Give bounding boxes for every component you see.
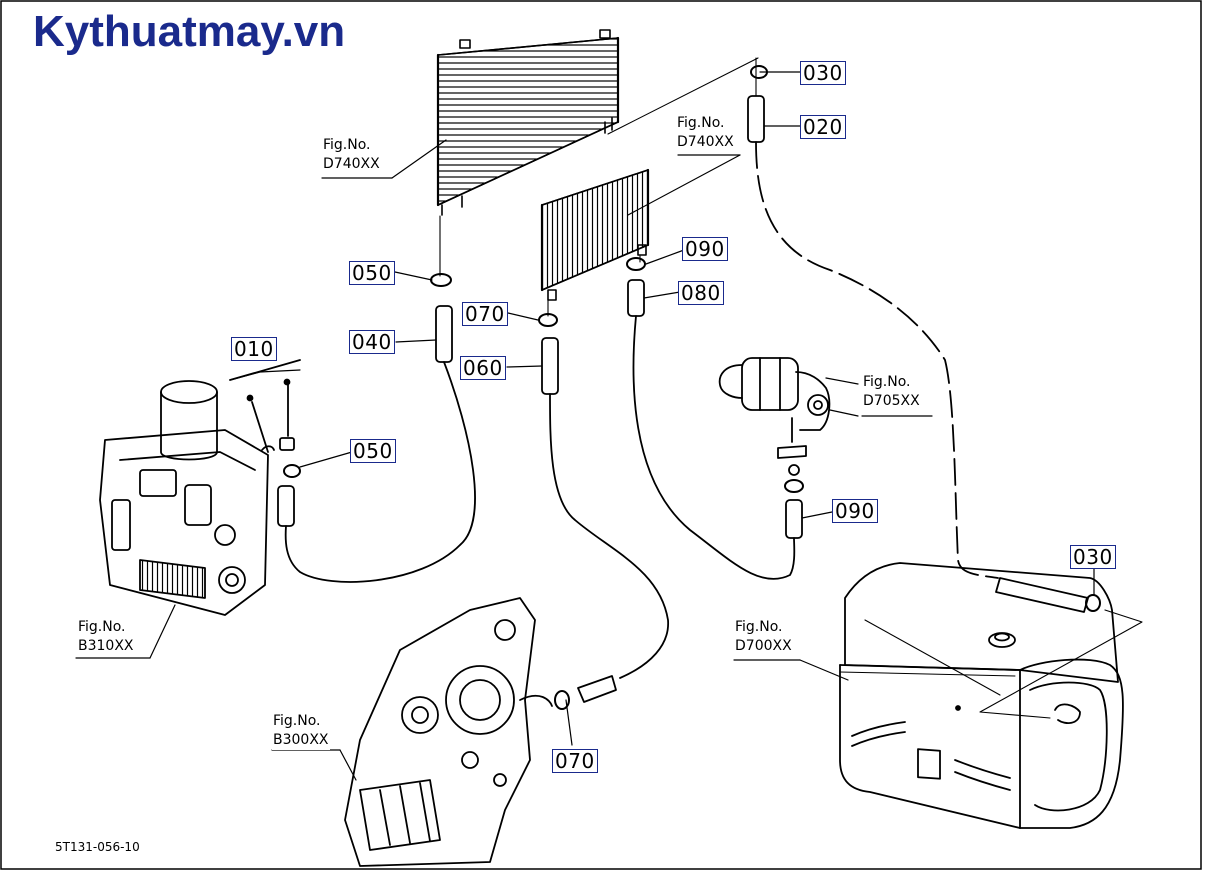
figure-reference: Fig.No. B310XX bbox=[77, 618, 135, 656]
diagram-code: 5T131-056-10 bbox=[55, 840, 140, 854]
part-label-070: 070 bbox=[552, 749, 598, 773]
large-oil-cooler bbox=[436, 29, 620, 216]
figure-ref-code: D705XX bbox=[863, 393, 920, 409]
figure-ref-code: B310XX bbox=[78, 638, 134, 654]
figure-ref-code: B300XX bbox=[273, 732, 329, 748]
part-label-050: 050 bbox=[349, 261, 395, 285]
small-oil-cooler bbox=[540, 168, 650, 301]
figure-ref-code: D740XX bbox=[677, 134, 734, 150]
transmission-case bbox=[344, 597, 553, 867]
hydraulic-block bbox=[99, 359, 301, 616]
figure-reference: Fig.No. D705XX bbox=[862, 373, 921, 411]
part-label-050: 050 bbox=[350, 439, 396, 463]
part-label-080: 080 bbox=[678, 281, 724, 305]
figure-ref-label: Fig.No. bbox=[323, 137, 371, 153]
figure-reference: Fig.No. D700XX bbox=[734, 618, 793, 656]
hose-clamps bbox=[283, 65, 1101, 710]
figure-ref-code: D700XX bbox=[735, 638, 792, 654]
hoses bbox=[277, 95, 1089, 703]
part-label-090: 090 bbox=[832, 499, 878, 523]
figure-ref-label: Fig.No. bbox=[677, 115, 725, 131]
figure-ref-label: Fig.No. bbox=[273, 713, 321, 729]
figure-ref-label: Fig.No. bbox=[78, 619, 126, 635]
part-label-060: 060 bbox=[460, 356, 506, 380]
part-label-020: 020 bbox=[800, 115, 846, 139]
part-label-030: 030 bbox=[800, 61, 846, 85]
figure-ref-label: Fig.No. bbox=[863, 374, 911, 390]
figure-reference: Fig.No. D740XX bbox=[322, 136, 381, 174]
hydraulic-pump bbox=[718, 357, 831, 476]
part-label-070: 070 bbox=[462, 302, 508, 326]
figure-ref-label: Fig.No. bbox=[735, 619, 783, 635]
part-label-040: 040 bbox=[349, 330, 395, 354]
site-logo: Kythuatmay.vn bbox=[33, 7, 346, 56]
part-label-090: 090 bbox=[682, 237, 728, 261]
figure-reference: Fig.No. D740XX bbox=[676, 114, 735, 152]
part-label-010: 010 bbox=[231, 337, 277, 361]
fuel-tank bbox=[839, 562, 1143, 829]
figure-reference: Fig.No. B300XX bbox=[272, 712, 330, 750]
figure-ref-code: D740XX bbox=[323, 156, 380, 172]
part-label-030: 030 bbox=[1070, 545, 1116, 569]
